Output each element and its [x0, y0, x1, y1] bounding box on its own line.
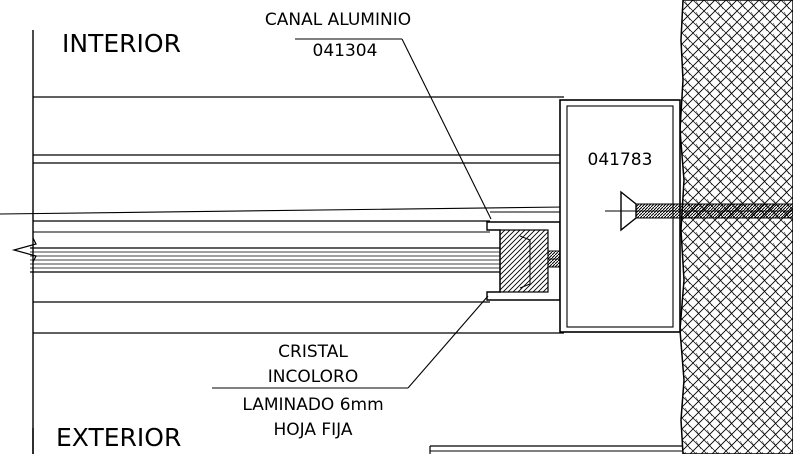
leader-lines	[212, 38, 492, 389]
glass-label-line2: INCOLORO	[268, 367, 358, 387]
anchor-screw	[605, 190, 793, 232]
laminated-glass	[11, 237, 525, 273]
frame-horizontal-lines	[0, 96, 565, 334]
glass-label-line3: LAMINADO 6mm	[242, 395, 383, 415]
interior-label: INTERIOR	[62, 29, 181, 58]
glass-label-line4: HOJA FIJA	[273, 420, 352, 440]
channel-label-line1: CANAL ALUMINIO	[265, 10, 411, 30]
aluminum-channel	[486, 221, 561, 301]
glass-label-line1: CRISTAL	[278, 342, 348, 362]
masonry-wall	[679, 0, 793, 454]
profile-code-label: 041783	[588, 150, 653, 170]
channel-label-line2: 041304	[313, 41, 378, 61]
exterior-label: EXTERIOR	[56, 423, 181, 452]
lower-element-outline	[429, 445, 683, 454]
